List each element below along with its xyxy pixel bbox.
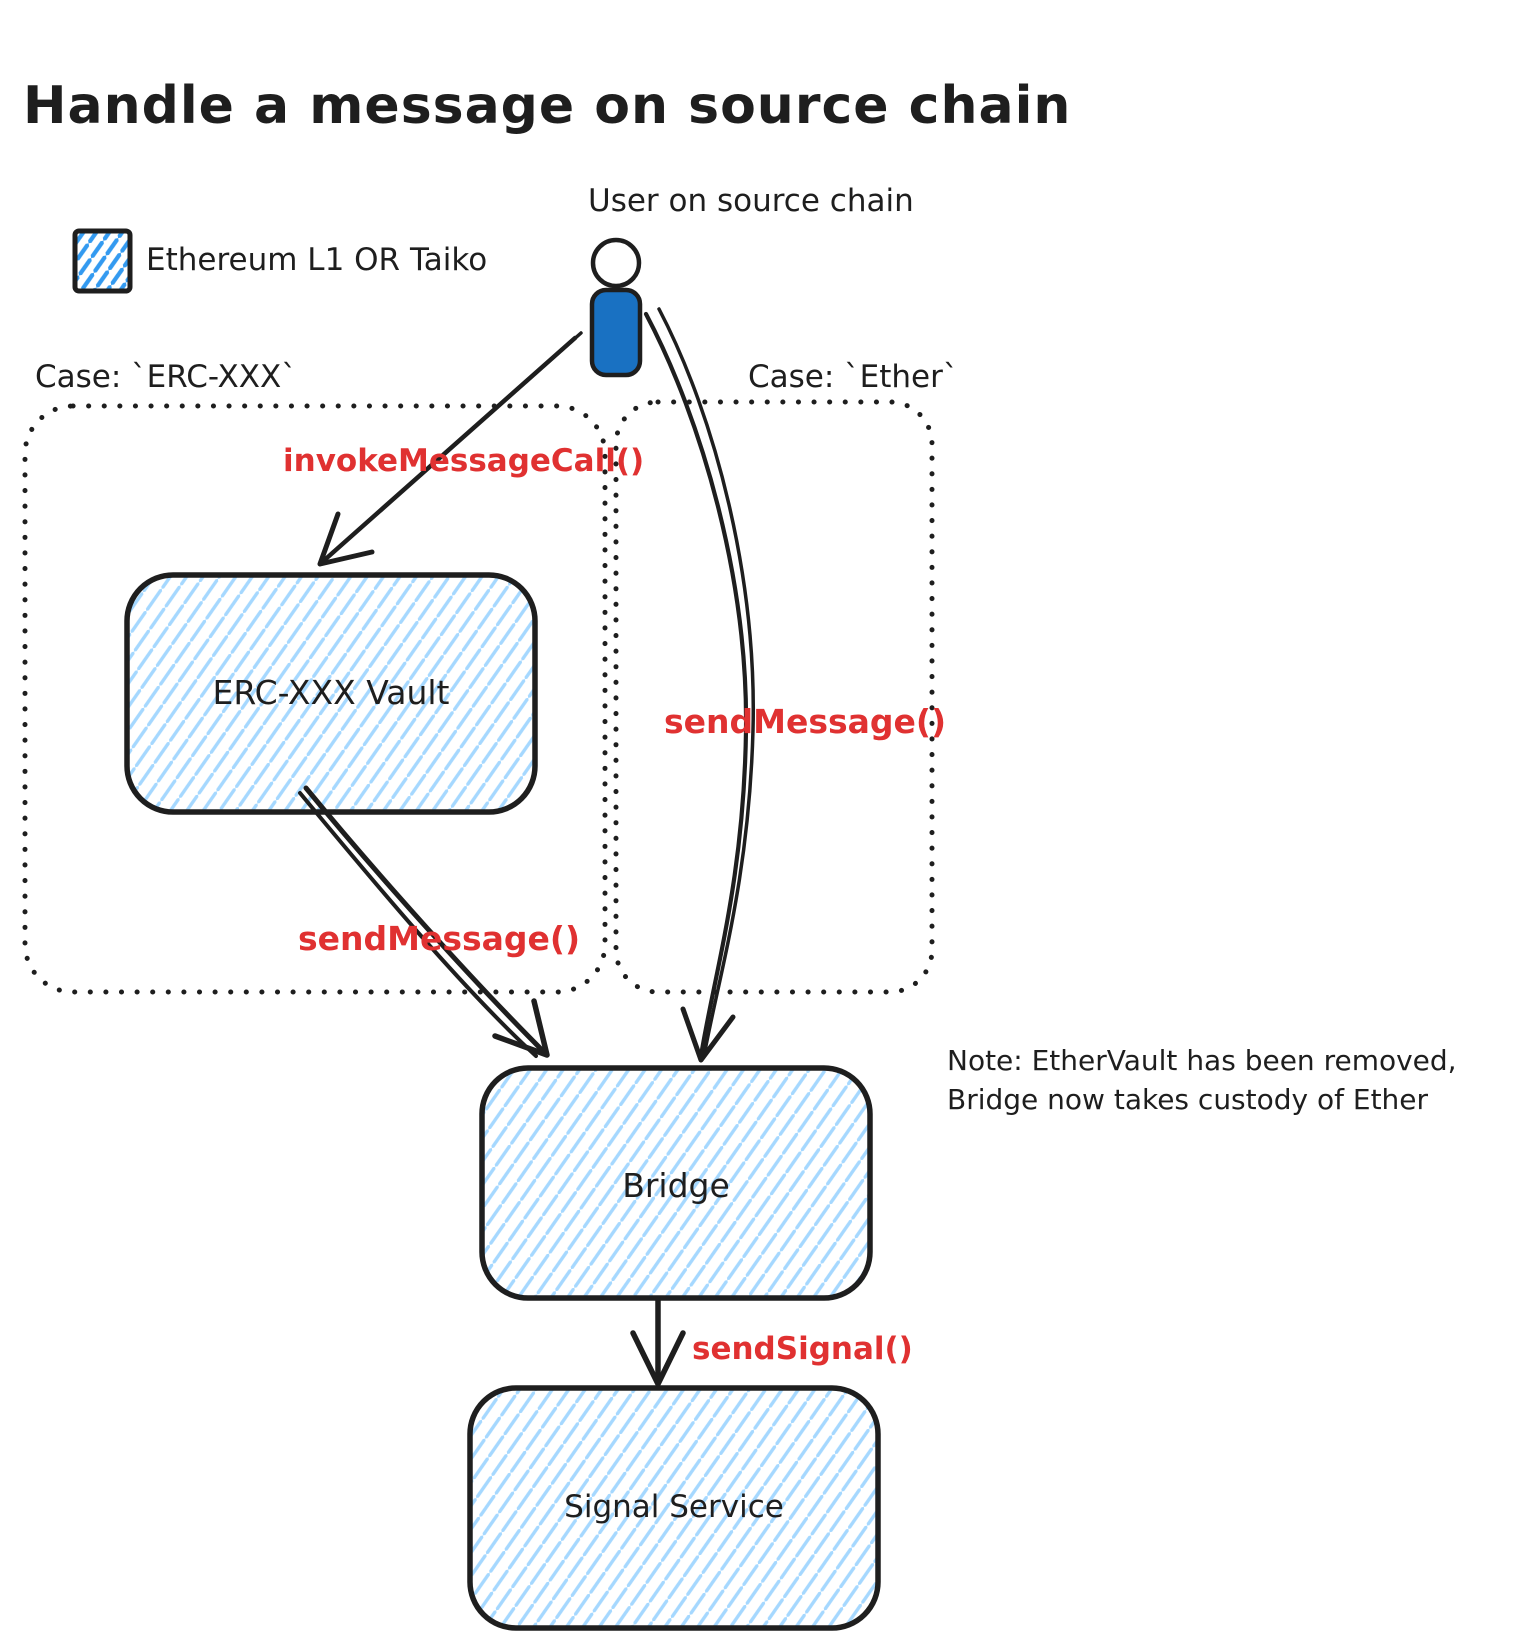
node-bridge: [479, 1065, 873, 1301]
group-erc-label: Case: `ERC-XXX`: [35, 359, 297, 395]
arrow-send-signal: [630, 1297, 686, 1387]
group-ether-label: Case: `Ether`: [748, 359, 959, 395]
note-line-1: Note: EtherVault has been removed,: [947, 1044, 1457, 1077]
note-text: Note: EtherVault has been removed, Bridg…: [947, 1041, 1457, 1119]
label-send-signal: sendSignal(): [692, 1331, 913, 1367]
diagram-title: Handle a message on source chain: [23, 76, 1072, 136]
user-icon: [589, 237, 643, 378]
label-invoke-message-call: invokeMessageCall(): [283, 443, 645, 479]
arrow-invoke-message-call: [317, 331, 583, 567]
node-signal-service: [467, 1385, 881, 1631]
hatched-square-icon: [72, 228, 133, 294]
node-signal-service-label: Signal Service: [564, 1489, 784, 1525]
note-line-2: Bridge now takes custody of Ether: [947, 1083, 1429, 1116]
arrow-send-message-ether: [643, 307, 756, 1063]
arrow-send-message-erc: [298, 785, 550, 1058]
user-label: User on source chain: [588, 183, 914, 219]
legend-label: Ethereum L1 OR Taiko: [146, 242, 488, 278]
node-erc-vault-label: ERC-XXX Vault: [212, 673, 450, 712]
node-erc-vault: [124, 572, 538, 815]
label-send-message-erc: sendMessage(): [298, 919, 581, 958]
node-bridge-label: Bridge: [622, 1166, 730, 1205]
group-ether-case-frame: [613, 399, 935, 995]
label-send-message-ether: sendMessage(): [664, 702, 947, 741]
